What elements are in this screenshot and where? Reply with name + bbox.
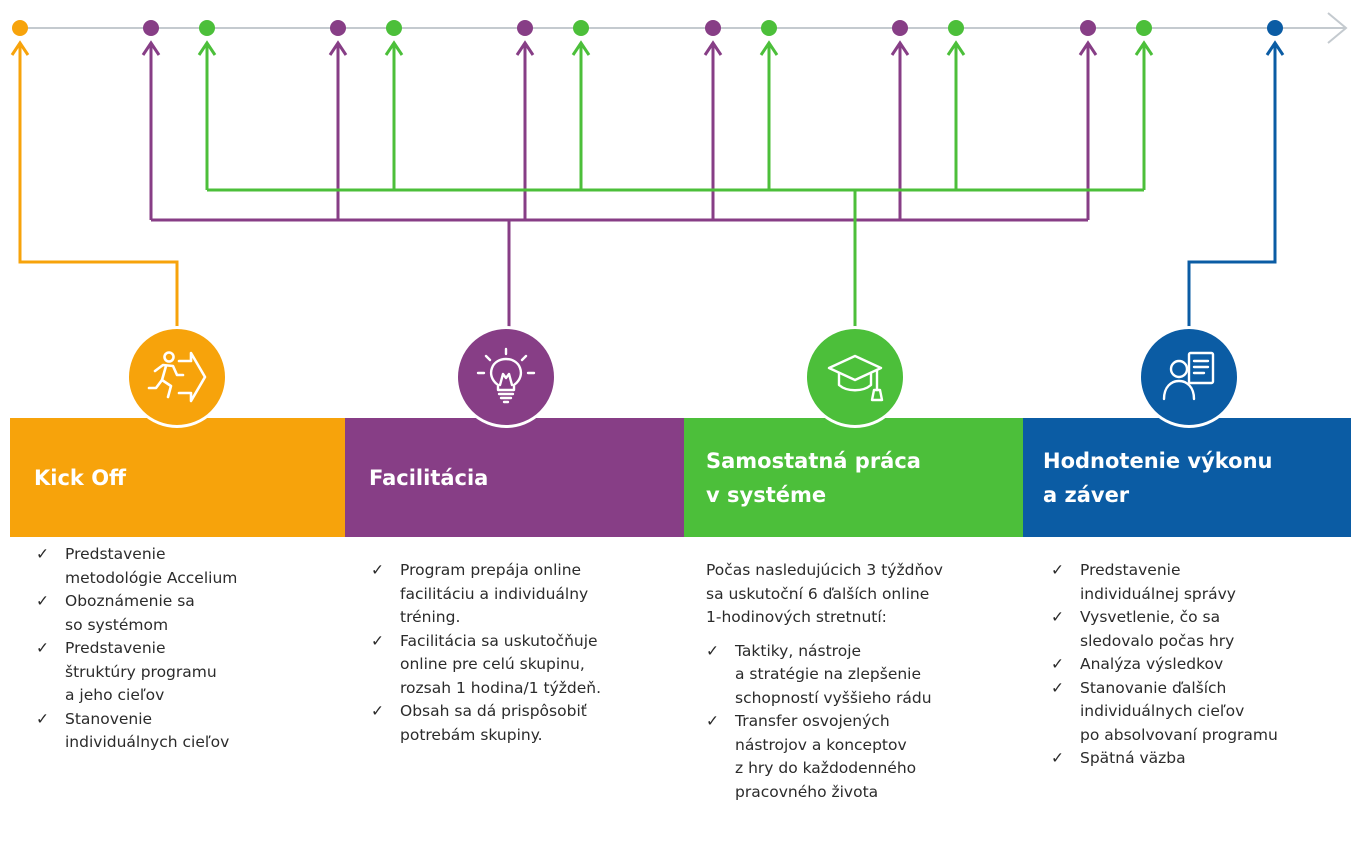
kickoff-icon-badge <box>126 326 228 428</box>
checklist-item: Obsah sa dá prispôsobiť potrebám skupiny… <box>369 700 684 747</box>
facilitacia-icon-badge <box>455 326 557 428</box>
checklist-item: Facilitácia sa uskutočňuje online pre ce… <box>369 630 684 701</box>
timeline-connector-diagram <box>10 12 1348 335</box>
phase-title-hodnotenie: Hodnotenie výkonu a záver <box>1043 448 1273 507</box>
lightbulb-icon <box>476 347 536 404</box>
hodnotenie-icon-badge <box>1138 326 1240 428</box>
checklist-item: Oboznámenie sa so systémom <box>34 590 334 637</box>
hodnotenie-connector <box>1187 40 1285 335</box>
checklist-item: Vysvetlenie, čo sa sledovalo počas hry <box>1049 606 1349 653</box>
checklist-item: Stanovenie individuálnych cieľov <box>34 708 334 755</box>
checklist-item: Predstavenie individuálnej správy <box>1049 559 1349 606</box>
kickoff-connector <box>10 40 179 335</box>
hodnotenie-checklist: Predstavenie individuálnej správy Vysvet… <box>1049 559 1349 771</box>
timeline-dot-purple <box>517 20 533 36</box>
person-report-icon <box>1162 351 1215 401</box>
phase-title-samostatna: Samostatná práca v systéme <box>706 448 921 507</box>
timeline-dot-blue <box>1267 20 1283 36</box>
facilitacia-checklist: Program prepája online facilitáciu a ind… <box>369 559 684 747</box>
checklist-item: Predstavenie metodológie Accelium <box>34 543 334 590</box>
checklist-item: Taktiky, nástroje a stratégie na zlepšen… <box>704 640 1019 711</box>
samostatna-intro: Počas nasledujúcich 3 týždňov sa uskutoč… <box>706 561 943 626</box>
timeline-dot-purple <box>1080 20 1096 36</box>
graduation-cap-icon <box>827 354 884 402</box>
timeline-dot-green <box>948 20 964 36</box>
timeline-dot-green <box>1136 20 1152 36</box>
samostatna-checklist: Počas nasledujúcich 3 týždňov sa uskutoč… <box>704 559 1019 804</box>
timeline-dot-purple <box>143 20 159 36</box>
running-person-exit-icon <box>147 351 207 403</box>
phase-title-kickoff: Kick Off <box>34 465 127 490</box>
facilitacia-connector <box>141 40 1098 335</box>
timeline-dot-green <box>199 20 215 36</box>
timeline-dot-green <box>761 20 777 36</box>
timeline-arrowhead <box>1327 12 1348 44</box>
phase-band-facilitacia: Facilitácia <box>345 418 684 537</box>
timeline-dot-purple <box>892 20 908 36</box>
kickoff-checklist: Predstavenie metodológie Accelium Obozná… <box>34 543 334 755</box>
checklist-item: Program prepája online facilitáciu a ind… <box>369 559 684 630</box>
timeline-dot-purple <box>330 20 346 36</box>
checklist-item: Transfer osvojených nástrojov a koncepto… <box>704 710 1019 804</box>
timeline-dot-orange <box>12 20 28 36</box>
checklist-item: Spätná väzba <box>1049 747 1349 771</box>
phase-band-kickoff: Kick Off <box>10 418 345 537</box>
phase-band-samostatna: Samostatná práca v systéme <box>684 418 1023 537</box>
timeline-dot-green <box>386 20 402 36</box>
phase-title-facilitacia: Facilitácia <box>369 465 489 490</box>
timeline-dots <box>12 20 1283 36</box>
checklist-item: Stanovanie ďalších individuálnych cieľov… <box>1049 677 1349 748</box>
samostatna-connector <box>197 40 1154 335</box>
checklist-item: Analýza výsledkov <box>1049 653 1349 677</box>
phase-band-hodnotenie: Hodnotenie výkonu a záver <box>1023 418 1351 537</box>
samostatna-icon-badge <box>804 326 906 428</box>
timeline-dot-green <box>573 20 589 36</box>
checklist-item: Predstavenie štruktúry programu a jeho c… <box>34 637 334 708</box>
timeline-dot-purple <box>705 20 721 36</box>
